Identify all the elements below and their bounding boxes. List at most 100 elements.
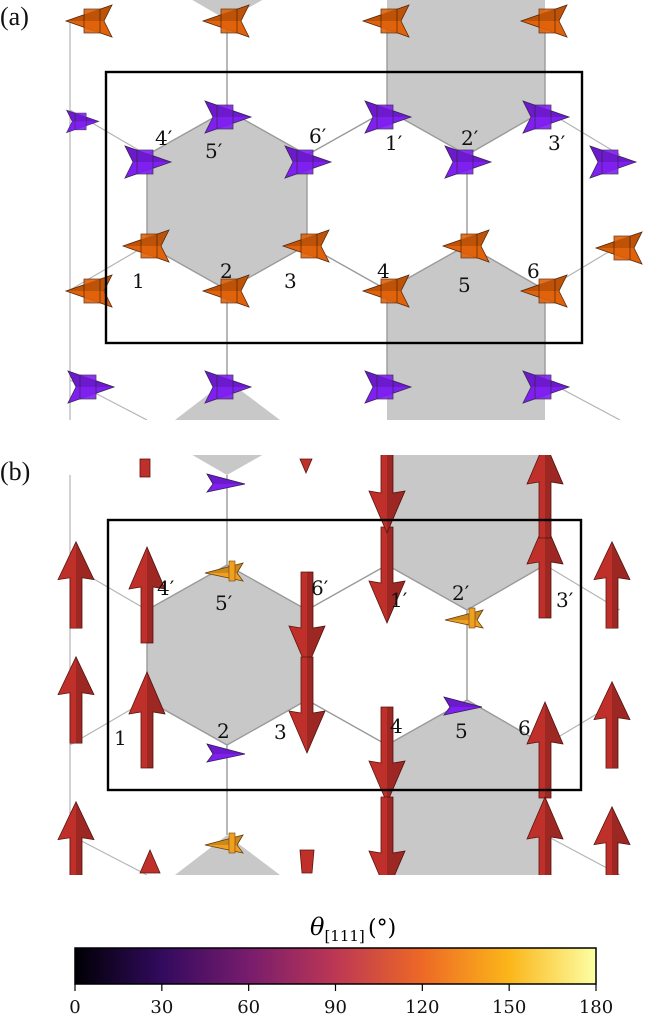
spin-arrow: [124, 145, 173, 179]
hexagon-fill: [387, 445, 545, 610]
spin-arrow: [204, 100, 253, 134]
spin-arrow: [57, 540, 95, 629]
bond-line: [226, 564, 308, 611]
site-label: 2′: [461, 126, 479, 150]
hexagon-fill: [387, 700, 545, 875]
spin-arrow: [299, 849, 315, 874]
spin-arrow: [201, 274, 250, 308]
hexagon-fill: [175, 835, 280, 875]
spin-arrow: [281, 229, 330, 263]
bond-line: [69, 244, 148, 291]
spin-arrow-small: [204, 560, 244, 582]
unit-cell-box: [104, 70, 584, 345]
site-label: 6′: [311, 576, 329, 600]
colorbar-tick-label: 180: [579, 997, 613, 1018]
site-label: 3′: [556, 588, 574, 612]
colorbar-tick-label: 120: [405, 997, 439, 1018]
site-label: 2′: [452, 581, 470, 605]
spin-arrow: [361, 274, 410, 308]
spin-arrow: [204, 370, 253, 404]
site-label: 3: [284, 269, 297, 293]
site-label: 5: [458, 273, 471, 297]
site-label: 5′: [205, 139, 223, 163]
spin-arrow: [284, 145, 333, 179]
spin-arrow: [139, 848, 161, 874]
spin-arrow: [139, 458, 151, 478]
spin-arrow: [593, 540, 631, 629]
site-label: 3: [274, 720, 287, 744]
spin-arrow: [589, 145, 638, 179]
site-label: 6: [518, 716, 531, 740]
bond-line: [226, 699, 308, 746]
panel-label: (b): [0, 457, 31, 486]
bond-line: [69, 834, 148, 876]
spin-arrow: [522, 370, 571, 404]
site-label: 5′: [215, 591, 233, 615]
spin-arrow: [526, 700, 564, 799]
spin-arrow: [519, 274, 568, 308]
spin-arrow: [444, 145, 493, 179]
colorbar-title: θ[111]: [310, 913, 365, 945]
bond-line: [466, 564, 546, 611]
hexagon-fill: [175, 380, 280, 420]
hexagon-fill: [387, 245, 545, 420]
spin-arrow: [519, 4, 568, 38]
spin-arrow: [526, 520, 564, 619]
colorbar-gradient: [74, 947, 597, 985]
site-label: 4: [377, 259, 390, 283]
site-label: 2: [217, 719, 230, 743]
site-label: 1: [114, 726, 127, 750]
colorbar-tick-label: 0: [69, 997, 80, 1018]
site-label: 4′: [155, 126, 173, 150]
lattice-lines: [69, 0, 621, 421]
site-label: 2: [220, 259, 233, 283]
spin-arrow: [128, 545, 166, 644]
arrows: [57, 436, 631, 895]
colorbar-tick-label: 60: [237, 997, 260, 1018]
spin-arrow: [64, 274, 113, 308]
colorbar-tick-label: 90: [324, 997, 347, 1018]
spin-arrow-small: [204, 832, 244, 854]
spin-arrow: [361, 4, 410, 38]
spin-arrow: [368, 706, 406, 805]
spin-arrow: [67, 370, 116, 404]
spin-arrow: [368, 526, 406, 625]
spin-arrow-small: [206, 743, 246, 763]
colorbar: θ[111] (°) 0 30 60 90 120 150 180: [0, 905, 669, 1018]
spin-arrow: [66, 109, 100, 134]
site-label: 4: [390, 714, 403, 738]
spin-arrow-small: [444, 607, 484, 629]
hexagon-fill: [387, 0, 545, 155]
hexagon-fill: [175, 445, 280, 475]
spin-arrow: [594, 231, 643, 265]
spin-arrow: [364, 100, 413, 134]
spin-arrow: [522, 100, 571, 134]
spin-arrow-small: [206, 473, 246, 493]
spin-arrow: [121, 229, 170, 263]
lattice-lines: [69, 445, 621, 876]
colorbar-unit: (°): [368, 916, 396, 941]
colorbar-title-sub: [111]: [324, 927, 364, 945]
colorbar-graphic: θ[111] (°) 0 30 60 90 120 150 180: [69, 913, 613, 1018]
hexagon-fill: [147, 110, 307, 290]
colorbar-tick-label: 30: [150, 997, 173, 1018]
site-label: 6′: [309, 124, 327, 148]
bond-line: [386, 564, 468, 611]
site-label: 6: [527, 259, 540, 283]
site-label: 1′: [390, 588, 408, 612]
spin-arrow: [368, 796, 406, 895]
spin-arrow: [64, 4, 113, 38]
hexagon-fill: [147, 565, 307, 745]
colorbar-tick-label: 150: [492, 997, 526, 1018]
bond-line: [306, 564, 388, 611]
spin-arrow: [593, 680, 631, 769]
site-label: 4′: [157, 576, 175, 600]
spin-arrow: [288, 571, 326, 670]
spin-arrow: [128, 670, 166, 769]
spin-arrow: [441, 229, 490, 263]
site-label: 1: [132, 269, 145, 293]
